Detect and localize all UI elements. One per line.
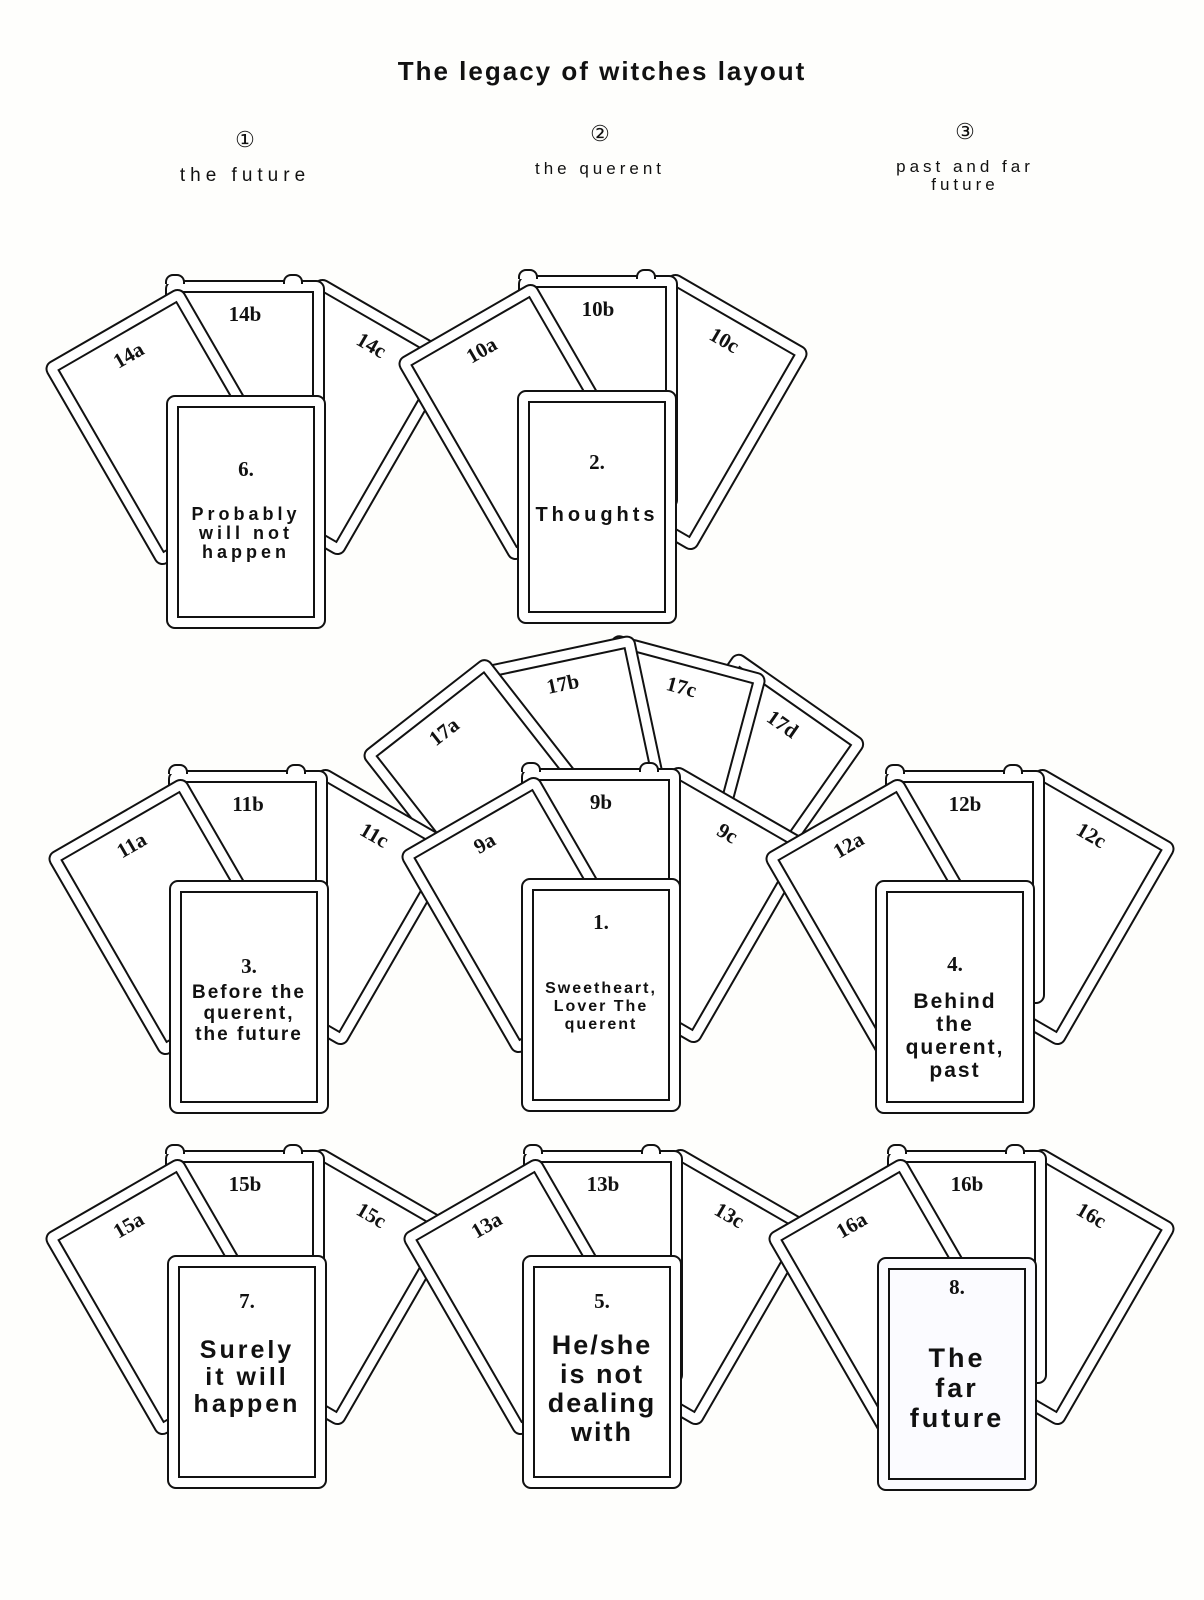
- circled-number-3: ③: [955, 119, 975, 144]
- card-group-3: 11c 11b 11a 3. Before the querent, the f…: [45, 760, 461, 1140]
- front-card-1: 1. Sweetheart, Lover The querent: [521, 878, 681, 1112]
- page-title: The legacy of witches layout: [397, 56, 807, 86]
- card-group-5: 13c 13b 13a 5. He/she is not dealing wit…: [400, 1140, 816, 1520]
- front-card-5: 5. He/she is not dealing with: [522, 1255, 682, 1489]
- card-group-6: 14c 14b 14a 6. Probably will not happen: [42, 270, 458, 650]
- front-card-7: 7. Surely it will happen: [167, 1255, 327, 1489]
- circled-number-1: ①: [235, 127, 255, 152]
- circled-number-2: ②: [590, 121, 610, 146]
- front-card-2: 2. Thoughts: [517, 390, 677, 624]
- front-card-6: 6. Probably will not happen: [166, 395, 326, 629]
- front-card-3: 3. Before the querent, the future: [169, 880, 329, 1114]
- column-label: the querent: [534, 159, 665, 178]
- column-label: the future: [179, 165, 311, 186]
- card-group-1: 9c 9b 9a 1. Sweetheart, Lover The queren…: [398, 758, 814, 1138]
- column-header-past-far-future: ③ past and far future: [860, 120, 1070, 194]
- card-group-2: 10c 10b 10a 2. Thoughts: [395, 265, 811, 645]
- column-label: past and far future: [896, 157, 1034, 194]
- front-card-8: 8. The far future: [877, 1257, 1037, 1491]
- front-card-4: 4. Behind the querent, past: [875, 880, 1035, 1114]
- card-group-7: 15c 15b 15a 7. Surely it will happen: [42, 1140, 458, 1520]
- column-header-future: ① the future: [140, 127, 350, 186]
- column-header-querent: ② the querent: [500, 122, 700, 178]
- card-group-8: 16c 16b 16a 8. The far future: [765, 1140, 1178, 1520]
- card-group-4: 12c 12b 12a 4. Behind the querent, past: [762, 760, 1178, 1140]
